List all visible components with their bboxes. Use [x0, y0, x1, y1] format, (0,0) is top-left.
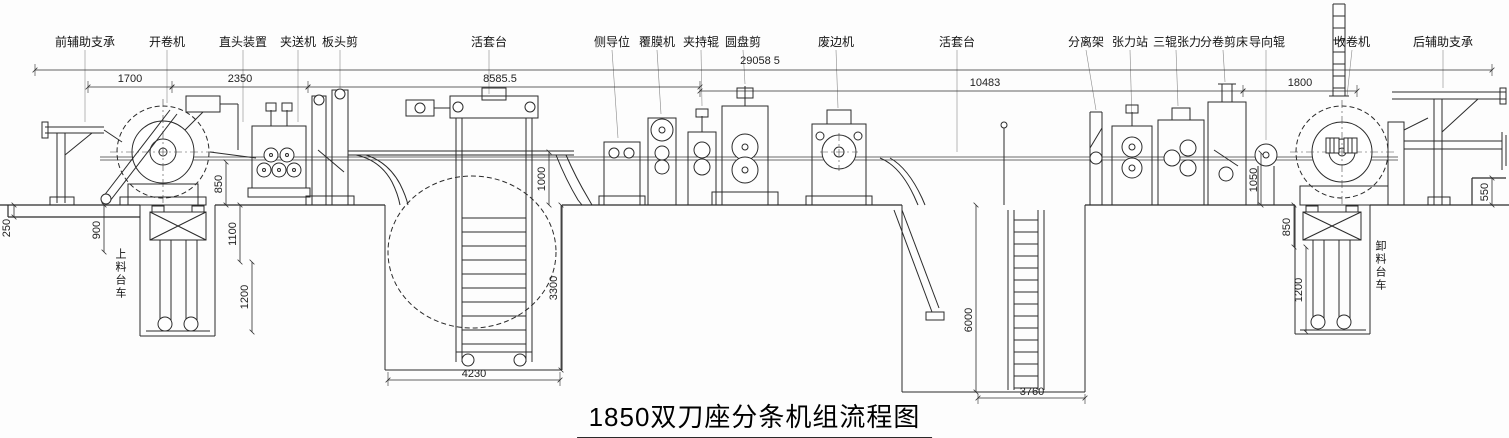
label-tension-station: 张力站	[1112, 35, 1148, 49]
unloading-car-label: 卸料台车	[1374, 240, 1386, 292]
dim-overall-length: 29058 5	[740, 55, 780, 67]
recoiler	[1290, 3, 1429, 206]
dim-span-uncoiler: 2350	[228, 73, 252, 85]
label-loop-table-1: 活套台	[471, 34, 507, 49]
dim-loop2-depth-6000: 6000	[963, 308, 975, 332]
label-separator: 分离架	[1068, 34, 1104, 49]
dim-loop2-width-3760: 3760	[1020, 386, 1044, 398]
front-auxiliary-support	[41, 121, 123, 206]
label-front-aux-support: 前辅助支承	[55, 34, 115, 49]
dim-unloading-pit-850: 850	[1281, 218, 1293, 236]
straightener-pinch-head-shear	[209, 88, 355, 206]
dim-exit-passline-1050: 1050	[1248, 168, 1260, 192]
rear-auxiliary-support	[1392, 87, 1507, 206]
label-three-roll-tension: 三辊张力	[1153, 35, 1201, 49]
dim-span-process: 10483	[970, 77, 1001, 89]
label-recoiler: 收卷机	[1334, 34, 1370, 49]
label-side-guide: 侧导位	[594, 34, 630, 49]
drawing-title: 1850双刀座分条机组流程图	[576, 397, 933, 438]
dim-unloading-car-1200: 1200	[1293, 278, 1305, 302]
label-clamp-roller: 夹持辊	[683, 34, 719, 49]
label-disc-shear: 圆盘剪	[725, 34, 761, 49]
dimension-texts: 29058 5 1700 2350 8585.5 10483 1800 250 …	[1, 55, 1491, 398]
loading-car-label: 上料台车	[114, 248, 126, 300]
label-head-shear: 板头剪	[322, 34, 358, 49]
scrap-edge-winder	[805, 109, 873, 206]
side-guide-laminator-clamp-disc-shear	[598, 86, 779, 206]
uncoiler	[100, 95, 239, 206]
entry-loop-table	[348, 87, 593, 371]
dimension-lines	[11, 64, 1495, 404]
tension-and-shear-group	[1089, 83, 1278, 206]
dim-entry-passline-850: 850	[213, 175, 225, 193]
dim-loading-car-1200: 1200	[239, 285, 251, 309]
label-pinch-feeder: 夹送机	[280, 34, 316, 49]
dim-loading-pit-1100: 1100	[227, 222, 239, 246]
dim-loop1-width-4230: 4230	[462, 368, 486, 380]
dim-loop1-depth-3300: 3300	[548, 276, 560, 300]
label-laminator: 覆膜机	[639, 35, 675, 49]
exit-loop-table	[879, 121, 1086, 393]
machine-labels: 前辅助支承 开卷机 直头装置 夹送机 板头剪 活套台 侧导位 覆膜机 夹持辊 圆…	[55, 34, 1473, 49]
dim-span-entry-loop: 8585.5	[483, 73, 517, 85]
label-guide-roller: 导向辊	[1249, 34, 1285, 49]
label-scrap-winder: 废边机	[818, 34, 854, 49]
dim-rear-height-550: 550	[1479, 183, 1491, 201]
dim-loading-pit-900: 900	[91, 221, 103, 239]
label-rear-aux-support: 后辅助支承	[1413, 35, 1473, 49]
label-straightener: 直头装置	[219, 35, 267, 49]
dim-span-front: 1700	[118, 73, 142, 85]
label-uncoiler: 开卷机	[149, 34, 185, 49]
label-loop-table-2: 活套台	[939, 34, 975, 49]
label-recoil-shear: 分卷剪床	[1200, 34, 1248, 49]
dim-loop1-height-1000: 1000	[536, 167, 548, 191]
dim-left-trench-depth: 250	[1, 219, 13, 237]
dim-span-recoiler: 1800	[1288, 77, 1312, 89]
loading-car-pit	[139, 205, 216, 337]
